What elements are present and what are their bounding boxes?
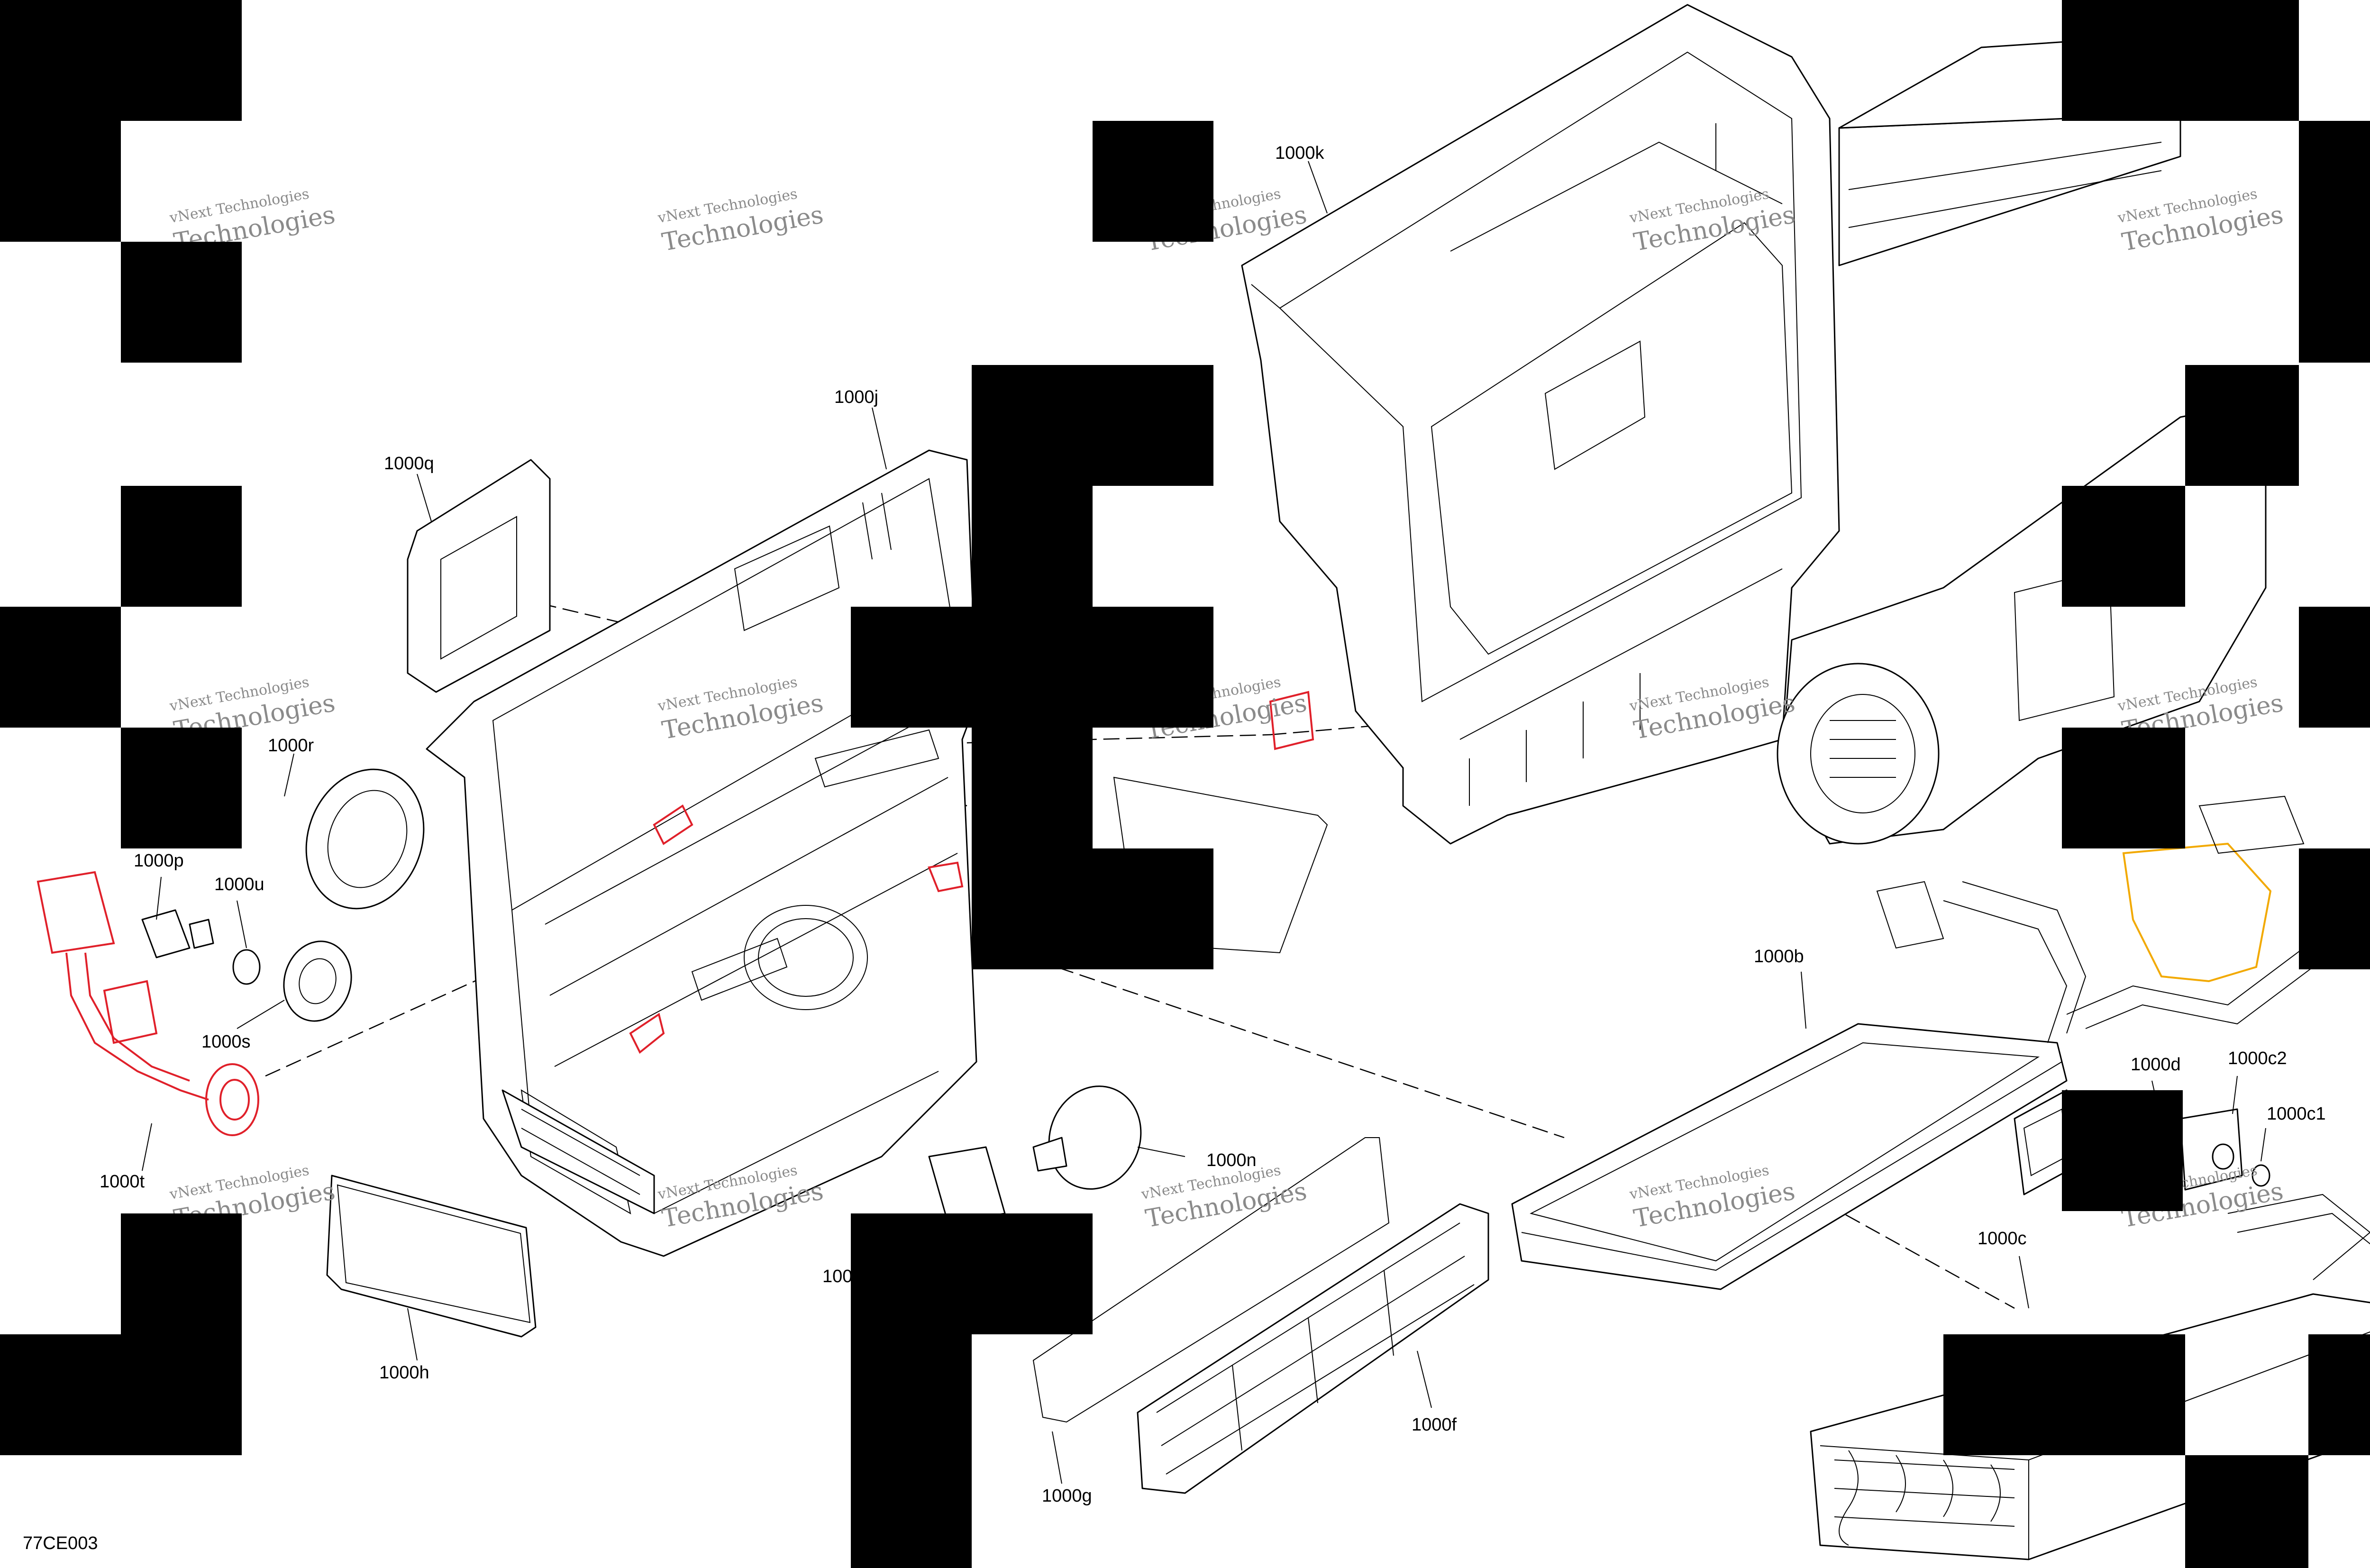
redaction-block (2062, 728, 2185, 848)
redaction-block (1093, 848, 1213, 969)
redaction-block (972, 486, 1093, 728)
clip-1000u (232, 949, 261, 985)
callout-labels: 1000k 1000j 1000q 1000r 1000p 1000u 1000… (23, 143, 2326, 1553)
label-1000q: 1000q (384, 454, 434, 474)
grommet-1000s (283, 940, 352, 1022)
label-1000u: 1000u (214, 875, 264, 894)
redaction-block (0, 1334, 242, 1455)
label-1000c2: 1000c2 (2228, 1048, 2287, 1068)
redaction-block (851, 1213, 1093, 1334)
redaction-block (121, 1213, 242, 1334)
label-1000g: 1000g (1042, 1486, 1092, 1506)
redaction-block (121, 728, 242, 848)
grille-1000f (1137, 1203, 1489, 1494)
oring-1000c1 (2252, 1164, 2270, 1187)
redaction-block (2299, 848, 2370, 969)
valve-1000c2 (2179, 1108, 2243, 1191)
label-1000c1: 1000c1 (2267, 1104, 2326, 1124)
redaction-block (972, 728, 1093, 969)
label-1000j: 1000j (834, 387, 878, 407)
gasket-1000h (326, 1175, 537, 1338)
valve-pipes (1876, 795, 2314, 1043)
housing-upper-1000k (1241, 4, 2181, 845)
label-1000f: 1000f (1412, 1415, 1457, 1435)
label-1000p: 1000p (134, 851, 184, 871)
ring-seal-1000r (305, 768, 425, 910)
redaction-block (0, 121, 121, 242)
redaction-block (851, 607, 972, 728)
redaction-block (2062, 486, 2185, 607)
redaction-block (2299, 607, 2370, 728)
heater-core-1000b (1511, 1023, 2068, 1290)
sensor-1000p (141, 909, 214, 958)
redaction-block (0, 0, 242, 121)
label-100-partial: 100 (822, 1267, 852, 1286)
drawing-code: 77CE003 (23, 1533, 98, 1553)
label-1000r: 1000r (268, 736, 314, 756)
redaction-block (851, 1334, 972, 1568)
label-1000n: 1000n (1206, 1150, 1257, 1170)
label-1000c: 1000c (1978, 1229, 2027, 1249)
redaction-block (2185, 1455, 2308, 1568)
redaction-block (1093, 607, 1213, 728)
cap-1000n (928, 1085, 1142, 1224)
redaction-block (0, 607, 121, 728)
redaction-block (2308, 1334, 2370, 1455)
redaction-block (2299, 121, 2370, 363)
wire-harness-1000t (36, 871, 259, 1136)
redaction-block (2185, 365, 2299, 486)
label-1000h: 1000h (379, 1363, 429, 1383)
label-1000k: 1000k (1275, 143, 1325, 163)
label-1000s: 1000s (201, 1032, 251, 1052)
redaction-block (1093, 121, 1213, 242)
label-1000b: 1000b (1754, 947, 1804, 966)
redaction-block (972, 365, 1213, 486)
housing-lower-1000j (426, 449, 1314, 1257)
seal-frame-1000q (407, 459, 551, 693)
label-1000d: 1000d (2131, 1055, 2181, 1075)
redaction-block (121, 486, 242, 607)
redaction-block (121, 242, 242, 363)
redaction-block (2062, 0, 2299, 121)
redaction-block (2062, 1090, 2183, 1211)
redaction-block (1943, 1334, 2185, 1455)
label-1000t: 1000t (100, 1172, 145, 1192)
